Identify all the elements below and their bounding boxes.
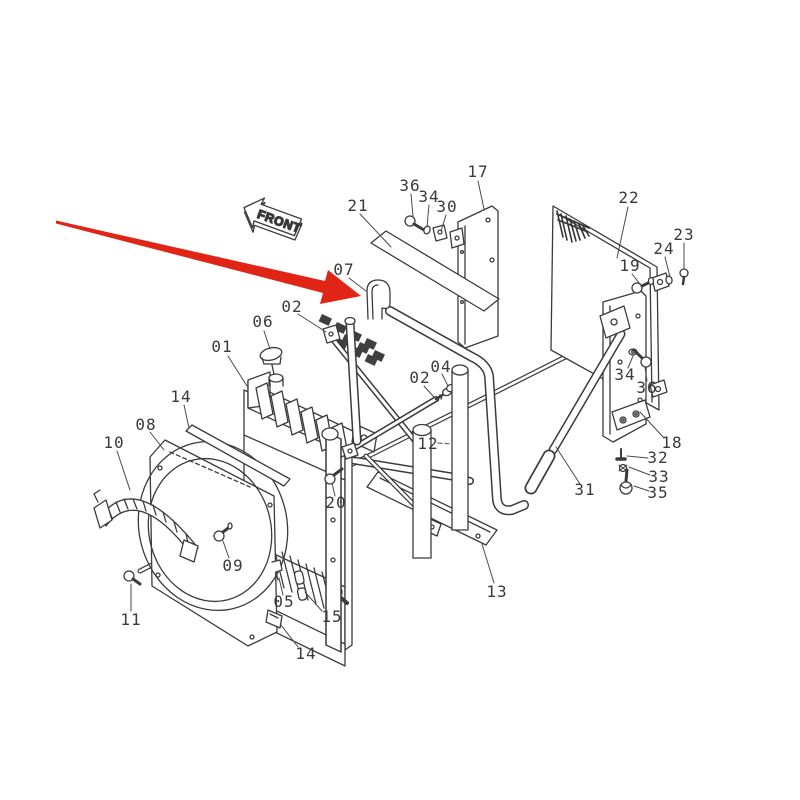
part-callout-02-14: 02 — [409, 368, 431, 387]
tube-clamp-07 — [366, 279, 391, 320]
part-callout-36-0: 36 — [399, 176, 421, 195]
part-callout-15-29: 15 — [321, 607, 343, 626]
washer-34-top — [423, 225, 431, 235]
outlet-pipe-12 — [385, 306, 529, 516]
part-callout-14-17: 14 — [170, 387, 192, 406]
overflow-tube — [344, 316, 362, 446]
part-callout-32-22: 32 — [647, 448, 669, 467]
bolt-11 — [123, 570, 142, 586]
bolt-09 — [213, 522, 233, 542]
bolt-20 — [324, 467, 344, 485]
corner-post — [412, 423, 432, 559]
bolt-36-right — [632, 348, 652, 368]
front-arrow: FRONT — [243, 197, 304, 241]
part-callout-09-27: 09 — [222, 556, 244, 575]
bolt-32 — [615, 448, 627, 461]
bracket-17 — [449, 205, 499, 349]
part-callout-34-15: 34 — [614, 365, 636, 384]
part-callout-31-25: 31 — [574, 480, 596, 499]
part-callout-17-3: 17 — [467, 162, 489, 181]
mesh-patch — [556, 210, 590, 243]
washer-33 — [618, 463, 628, 473]
part-callout-20-26: 20 — [325, 493, 347, 512]
spacers-15 — [293, 570, 308, 601]
part-callout-23-6: 23 — [673, 225, 695, 244]
pivot-tab-18 — [599, 305, 631, 339]
part-callout-11-31: 11 — [120, 610, 142, 629]
part-callout-10-21: 10 — [103, 433, 125, 452]
part-callout-36-16: 36 — [636, 378, 658, 397]
part-callout-13-30: 13 — [486, 582, 508, 601]
part-callout-35-24: 35 — [647, 483, 669, 502]
clip-05 — [271, 559, 283, 581]
part-callout-30-2: 30 — [436, 197, 458, 216]
part-callout-05-28: 05 — [273, 592, 295, 611]
hose-31 — [524, 329, 626, 495]
bolt-19 — [631, 276, 655, 294]
part-callout-21-4: 21 — [347, 196, 369, 215]
clip-14-bottom — [265, 609, 283, 629]
bolt-23 — [679, 268, 689, 286]
stay-rod-02-b — [341, 392, 446, 460]
part-callout-33-23: 33 — [648, 467, 670, 486]
red-annotation-arrow — [56, 220, 361, 304]
bolt-35 — [619, 468, 633, 495]
top-bar-21 — [370, 230, 500, 312]
post-12 — [451, 364, 469, 531]
part-callout-22-5: 22 — [618, 188, 640, 207]
washer-24 — [665, 275, 673, 285]
part-callout-24-7: 24 — [653, 239, 675, 258]
part-callout-14-32: 14 — [295, 644, 317, 663]
part-callout-04-13: 04 — [430, 357, 452, 376]
finger-guard-10 — [93, 489, 199, 563]
top-strip-14 — [185, 424, 291, 487]
part-callout-07-9: 07 — [333, 260, 355, 279]
radiator-cap-06 — [259, 346, 283, 375]
bolt-36-top — [404, 215, 426, 232]
part-callout-02-10: 02 — [281, 297, 303, 316]
stay-rod-02-a — [322, 324, 423, 450]
part-callout-08-20: 08 — [135, 415, 157, 434]
part-callout-12-18: 12 — [417, 434, 439, 453]
part-callout-06-11: 06 — [252, 312, 274, 331]
leader-lines — [116, 180, 685, 648]
clip-30 — [432, 224, 448, 242]
part-callout-19-8: 19 — [619, 256, 641, 275]
fan-shroud-08 — [137, 439, 289, 647]
part-callout-18-19: 18 — [661, 433, 683, 452]
part-callout-34-1: 34 — [418, 187, 440, 206]
part-callout-01-12: 01 — [211, 337, 233, 356]
lower-tube — [335, 454, 474, 485]
